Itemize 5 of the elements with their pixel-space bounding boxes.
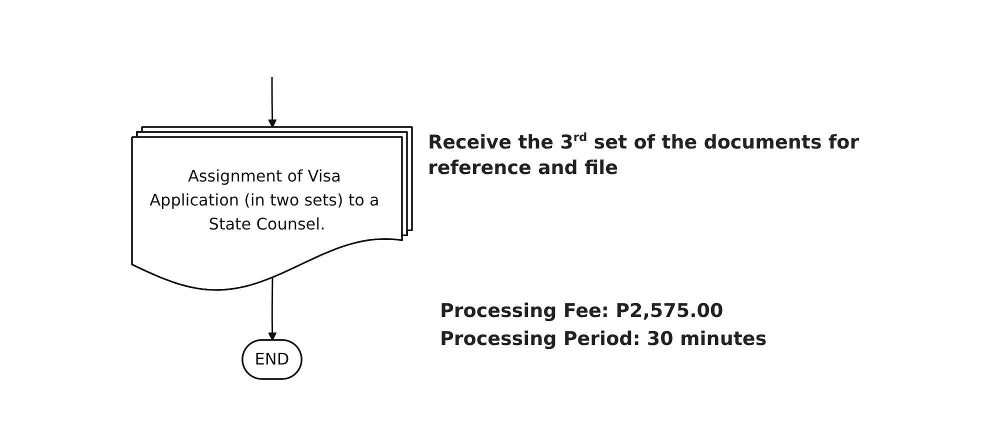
info-text: Processing Period: 30 minutes [440, 328, 767, 350]
side-note: Receive the 3$^{rd}$ set of the documents for reference and file [428, 130, 860, 181]
arrow [268, 278, 277, 341]
arrow [268, 77, 277, 128]
info-text: Processing Fee: P2,575.00 [440, 300, 724, 322]
